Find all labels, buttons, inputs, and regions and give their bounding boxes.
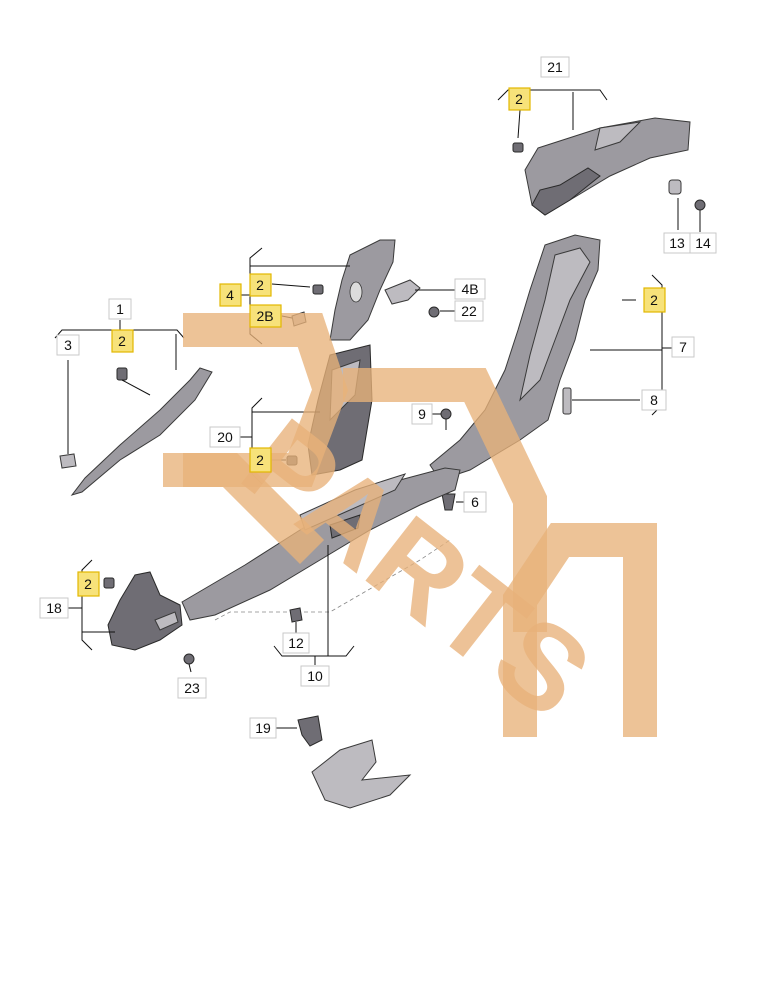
svg-text:2: 2: [650, 292, 658, 308]
svg-text:2: 2: [256, 277, 264, 293]
svg-text:6: 6: [471, 494, 479, 510]
svg-text:2: 2: [515, 91, 523, 107]
svg-text:14: 14: [695, 235, 711, 251]
svg-text:21: 21: [547, 59, 563, 75]
svg-text:20: 20: [217, 429, 233, 445]
screw-23: [183, 653, 195, 673]
svg-text:13: 13: [669, 235, 685, 251]
callout-12[interactable]: 12: [282, 632, 310, 654]
svg-text:18: 18: [46, 600, 62, 616]
callout-23[interactable]: 23: [177, 677, 207, 699]
clip-2-kick: [103, 577, 115, 589]
callout-2-kick[interactable]: 2: [77, 571, 100, 597]
callout-21[interactable]: 21: [540, 56, 570, 78]
clip-2-top: [512, 142, 524, 153]
clip-6: [441, 493, 456, 511]
callout-10[interactable]: 10: [300, 665, 330, 687]
svg-text:4B: 4B: [461, 281, 478, 297]
svg-text:2: 2: [118, 333, 126, 349]
callout-4b[interactable]: 4B: [454, 278, 486, 300]
lower-bracket: [311, 739, 412, 809]
clip-3: [59, 453, 77, 469]
callout-8[interactable]: 8: [641, 389, 667, 411]
screw-22: [428, 306, 440, 318]
svg-text:3: 3: [64, 337, 72, 353]
callout-2-b-pillar[interactable]: 2: [249, 273, 272, 297]
svg-text:19: 19: [255, 720, 271, 736]
svg-text:4: 4: [226, 287, 234, 303]
callout-2-a-pillar[interactable]: 2: [111, 329, 134, 353]
part-4-b-pillar-upper: [329, 239, 396, 341]
callout-4[interactable]: 4: [219, 283, 242, 307]
callout-6[interactable]: 6: [463, 491, 487, 513]
part-19-clip: [297, 715, 323, 747]
svg-text:22: 22: [461, 303, 477, 319]
mount-4b: [384, 279, 421, 305]
callout-19[interactable]: 19: [249, 717, 277, 739]
callout-9[interactable]: 9: [411, 403, 433, 425]
svg-text:9: 9: [418, 406, 426, 422]
svg-text:12: 12: [288, 635, 304, 651]
part-21-rear-upper-trim: [524, 117, 691, 216]
part-18-kick-panel: [107, 571, 183, 651]
callout-20[interactable]: 20: [209, 426, 241, 448]
callout-22[interactable]: 22: [454, 300, 484, 322]
callout-7[interactable]: 7: [671, 336, 695, 358]
screw-14: [694, 199, 706, 220]
svg-text:2B: 2B: [256, 308, 273, 324]
svg-text:2: 2: [84, 576, 92, 592]
screw-9: [440, 408, 452, 430]
callout-2-top[interactable]: 2: [508, 87, 531, 111]
callout-2b[interactable]: 2B: [249, 304, 282, 328]
part-10-sill-trim: [181, 467, 461, 621]
clip-2-b-pillar: [312, 284, 324, 295]
callout-14[interactable]: 14: [689, 232, 717, 254]
svg-text:1: 1: [116, 301, 124, 317]
svg-text:10: 10: [307, 668, 323, 684]
callout-3[interactable]: 3: [56, 334, 80, 356]
svg-text:7: 7: [679, 339, 687, 355]
callout-18[interactable]: 18: [39, 597, 69, 619]
pin-8: [562, 387, 572, 415]
svg-text:2: 2: [256, 452, 264, 468]
part-1-a-pillar-trim: [70, 367, 213, 496]
callout-2-lower-b[interactable]: 2: [249, 447, 272, 473]
svg-text:23: 23: [184, 680, 200, 696]
callout-1[interactable]: 1: [108, 298, 132, 320]
callout-13[interactable]: 13: [663, 232, 691, 254]
svg-text:8: 8: [650, 392, 658, 408]
fastener-12: [289, 607, 303, 623]
fastener-13: [668, 179, 682, 195]
clip-2-a-pillar: [116, 367, 128, 381]
callout-2-right[interactable]: 2: [643, 287, 666, 313]
